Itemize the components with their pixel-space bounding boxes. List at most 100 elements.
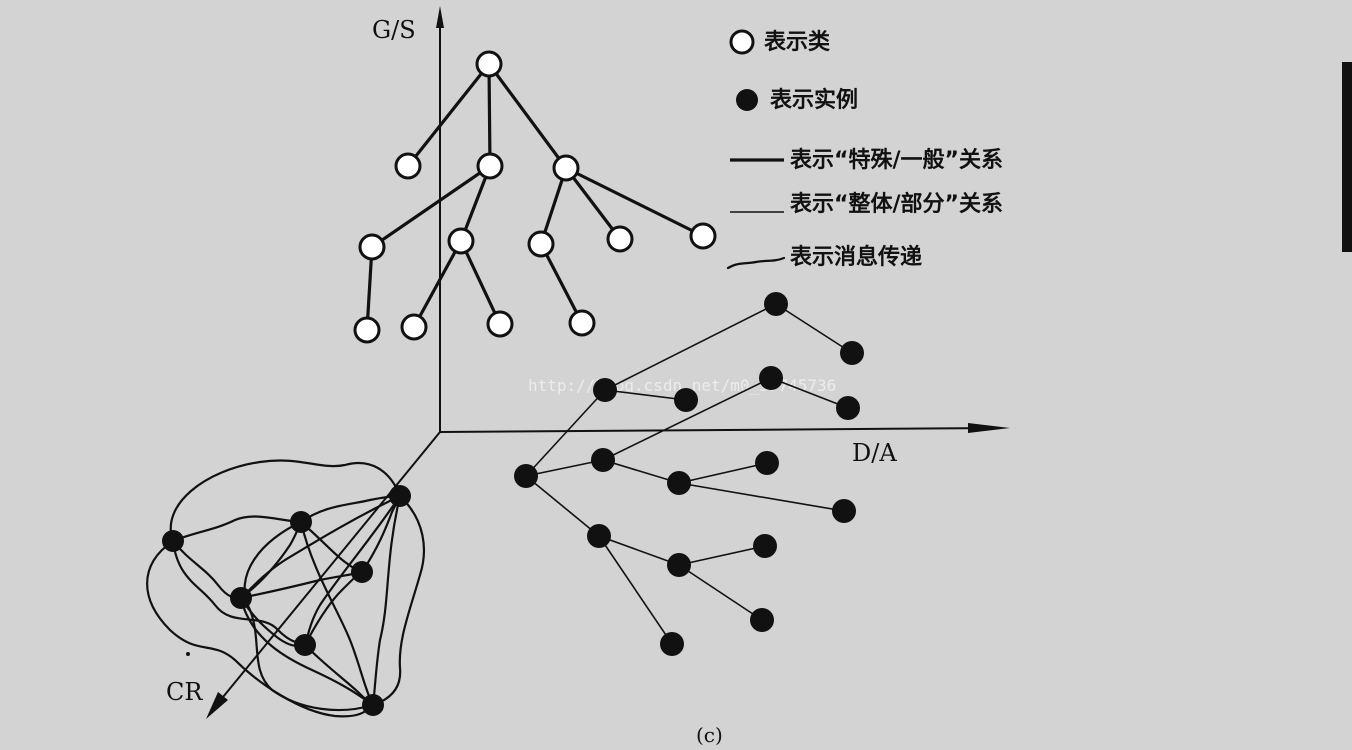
- instance-node: [753, 534, 777, 558]
- edge: [678, 482, 845, 512]
- edge: [598, 535, 673, 645]
- class-node: [475, 50, 503, 78]
- instance-node: [162, 530, 184, 552]
- edge: [412, 240, 463, 328]
- instance-node: [667, 471, 691, 495]
- message-edge: [146, 539, 375, 718]
- edge: [406, 63, 491, 167]
- legend-class-symbol: [729, 29, 755, 55]
- instance-node: [351, 561, 373, 583]
- message-edge: [303, 494, 402, 647]
- class-node: [400, 313, 428, 341]
- instance-node: [750, 608, 774, 632]
- gs-axis-arrow: [436, 6, 444, 28]
- edge: [678, 462, 768, 484]
- instance-node: [593, 378, 617, 402]
- da-axis-label: D/A: [852, 439, 897, 467]
- instance-node: [290, 511, 312, 533]
- message-edge: [360, 494, 402, 574]
- cr-dot: [186, 652, 190, 656]
- class-node: [568, 309, 596, 337]
- legend-instance-label: 表示实例: [770, 87, 858, 113]
- edge: [365, 246, 374, 331]
- instance-node: [514, 464, 538, 488]
- legend-instance-symbol: [736, 89, 758, 111]
- edge: [525, 459, 604, 477]
- edge: [678, 545, 766, 566]
- instance-node: [759, 366, 783, 390]
- da-axis-arrow: [968, 423, 1010, 433]
- figure-caption: (c): [696, 723, 723, 747]
- legend-whole-part-label: 表示“整体/部分”关系: [790, 191, 1003, 217]
- instance-node: [591, 448, 615, 472]
- edge: [775, 303, 853, 354]
- edge: [525, 389, 606, 477]
- gs-axis-label: G/S: [372, 16, 416, 44]
- instance-node: [660, 632, 684, 656]
- instance-node: [755, 451, 779, 475]
- cr-axis-arrow: [206, 692, 228, 719]
- message-edge: [169, 459, 402, 543]
- edge: [770, 377, 849, 409]
- edge: [678, 564, 763, 621]
- message-edge: [371, 494, 402, 707]
- instance-node: [832, 499, 856, 523]
- message-nodes: [162, 485, 411, 716]
- legend-message-label: 表示消息传递: [790, 244, 922, 270]
- message-edge: [239, 570, 364, 600]
- legend: 表示类 表示实例 表示“特殊/一般”关系 表示“整体/部分”关系 表示消息传递: [726, 29, 1003, 270]
- instance-node: [294, 634, 316, 656]
- class-node: [476, 152, 504, 180]
- message-edge: [171, 539, 307, 647]
- message-edge: [371, 494, 426, 707]
- edge: [604, 303, 777, 391]
- message-edge: [171, 515, 303, 543]
- message-edge: [303, 570, 364, 647]
- class-node: [353, 316, 381, 344]
- instance-nodes: [514, 292, 864, 656]
- instance-node: [230, 587, 252, 609]
- legend-message-symbol: [726, 256, 786, 270]
- class-node: [606, 225, 634, 253]
- class-node: [486, 310, 514, 338]
- edge: [602, 459, 680, 484]
- message-edge: [239, 494, 402, 600]
- instance-node: [836, 396, 860, 420]
- instance-hierarchy-edges: [525, 303, 853, 645]
- right-edge-bar: [1342, 62, 1352, 252]
- edge: [459, 240, 502, 325]
- instance-node: [389, 485, 411, 507]
- cr-axis-label: CR: [166, 678, 203, 706]
- edge: [602, 377, 772, 461]
- class-node: [552, 154, 580, 182]
- class-node: [689, 222, 717, 250]
- da-axis: [439, 427, 1001, 433]
- edge: [539, 243, 584, 324]
- legend-gen-spec-label: 表示“特殊/一般”关系: [790, 147, 1003, 173]
- edge: [525, 475, 600, 537]
- edge: [565, 166, 704, 238]
- cr-axis: [213, 431, 441, 709]
- class-node: [527, 230, 555, 258]
- instance-node: [362, 694, 384, 716]
- edge: [604, 389, 687, 401]
- class-hierarchy-edges: [365, 63, 704, 331]
- instance-node: [587, 524, 611, 548]
- class-node: [394, 152, 422, 180]
- class-node: [447, 227, 475, 255]
- axes: [206, 6, 1010, 719]
- edge: [371, 164, 491, 249]
- instance-node: [674, 388, 698, 412]
- class-node: [358, 233, 386, 261]
- message-edge: [243, 520, 375, 712]
- edge: [598, 535, 680, 566]
- class-nodes: [353, 50, 717, 344]
- instance-node: [840, 341, 864, 365]
- edge: [564, 167, 622, 240]
- instance-node: [667, 553, 691, 577]
- edge: [487, 63, 492, 167]
- instance-node: [764, 292, 788, 316]
- message-edge: [299, 520, 375, 707]
- legend-class-label: 表示类: [764, 30, 831, 55]
